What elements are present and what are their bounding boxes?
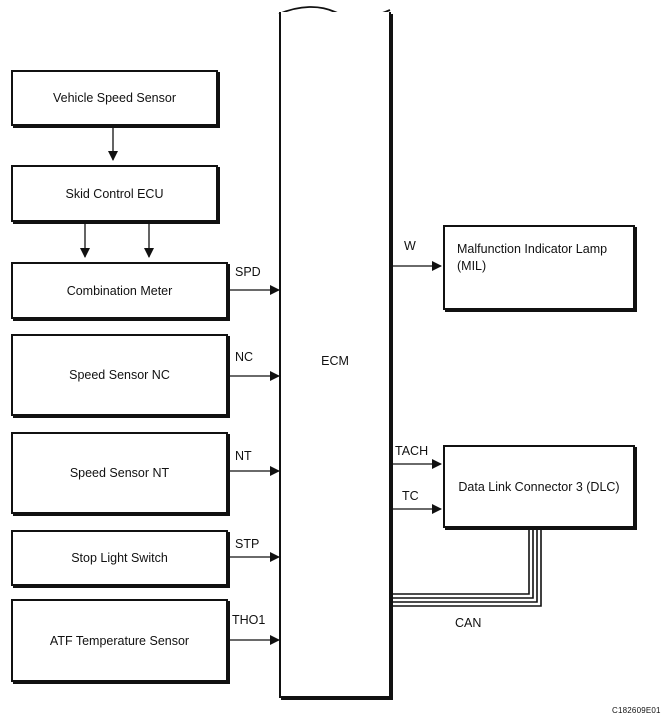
- signal-stp: STP: [235, 537, 260, 551]
- figure-code: C182609E01: [612, 706, 661, 715]
- signal-w: W: [404, 239, 416, 253]
- speed-sensor-nc-label: Speed Sensor NC: [69, 368, 170, 382]
- vehicle-speed-sensor-label: Vehicle Speed Sensor: [52, 91, 176, 105]
- signal-nt: NT: [235, 449, 252, 463]
- signal-nc: NC: [235, 350, 254, 364]
- ecm-label: ECM: [321, 354, 349, 368]
- ecm-box: ECM: [279, 12, 391, 698]
- mil-box: Malfunction Indicator Lamp (MIL): [443, 225, 635, 310]
- atf-temperature-sensor-label: ATF Temperature Sensor: [49, 633, 190, 648]
- signal-tho1: THO1: [232, 613, 266, 627]
- dlc-box: Data Link Connector 3 (DLC): [443, 445, 635, 528]
- stop-light-switch-box: Stop Light Switch: [11, 530, 228, 586]
- combination-meter-box: Combination Meter: [11, 262, 228, 319]
- skid-control-ecu-label: Skid Control ECU: [65, 186, 164, 201]
- signal-tc: TC: [402, 489, 419, 503]
- can-bus-lines: [391, 528, 542, 607]
- signal-can: CAN: [455, 616, 482, 630]
- combination-meter-label: Combination Meter: [66, 283, 173, 298]
- speed-sensor-nc-box: Speed Sensor NC: [11, 334, 228, 416]
- mil-label: Malfunction Indicator Lamp (MIL): [457, 242, 608, 273]
- speed-sensor-nt-box: Speed Sensor NT: [11, 432, 228, 514]
- dlc-label: Data Link Connector 3 (DLC): [458, 479, 620, 494]
- skid-control-ecu-box: Skid Control ECU: [11, 165, 218, 222]
- vehicle-speed-sensor-box: Vehicle Speed Sensor: [11, 70, 218, 126]
- atf-temperature-sensor-box: ATF Temperature Sensor: [11, 599, 228, 682]
- signal-spd: SPD: [235, 265, 261, 279]
- signal-tach: TACH: [395, 444, 429, 458]
- speed-sensor-nt-label: Speed Sensor NT: [69, 466, 170, 480]
- stop-light-switch-label: Stop Light Switch: [71, 551, 168, 565]
